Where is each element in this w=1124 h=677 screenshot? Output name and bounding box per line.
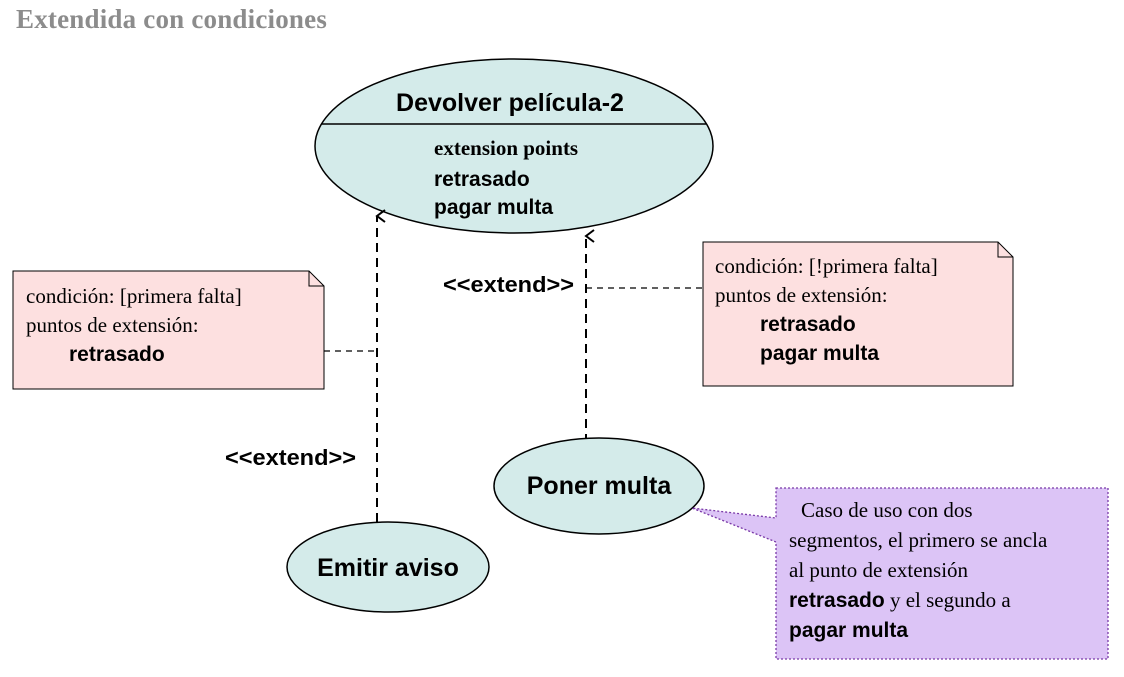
usecase-poner-multa: Poner multa bbox=[493, 437, 705, 535]
callout-line-4: retrasado y el segundo a bbox=[789, 585, 1047, 616]
callout-line-4-rest: y el segundo a bbox=[884, 588, 1011, 612]
note-left-condition: condición: [primera falta] bbox=[26, 284, 242, 308]
note-right-condition: condición: [!primera falta] bbox=[715, 254, 938, 278]
extend-label-left: <<extend>> bbox=[225, 445, 356, 470]
extend-label-right: <<extend>> bbox=[443, 272, 574, 297]
note-left bbox=[12, 270, 325, 390]
usecase-poner-name: Poner multa bbox=[527, 472, 673, 500]
extension-point-pagar-multa: pagar multa bbox=[434, 196, 553, 219]
note-left-heading: puntos de extensión: bbox=[26, 313, 199, 337]
note-right bbox=[702, 241, 1014, 387]
note-right-text: condición: [!primera falta] puntos de ex… bbox=[715, 252, 938, 368]
note-right-point-retrasado: retrasado bbox=[760, 313, 856, 336]
note-left-text: condición: [primera falta] puntos de ext… bbox=[26, 282, 242, 369]
usecase-emitir-name: Emitir aviso bbox=[317, 554, 459, 582]
note-left-point-retrasado: retrasado bbox=[69, 343, 165, 366]
extension-points-header: extension points bbox=[434, 136, 578, 160]
page-title: Extendida con condiciones bbox=[16, 4, 328, 34]
callout-line-1: Caso de uso con dos bbox=[801, 498, 973, 522]
note-right-heading: puntos de extensión: bbox=[715, 283, 888, 307]
callout-bold-retrasado: retrasado bbox=[789, 589, 885, 612]
callout-text: Caso de uso con dos segmentos, el primer… bbox=[789, 495, 1047, 646]
extension-point-retrasado: retrasado bbox=[434, 168, 530, 191]
callout-line-2: segmentos, el primero se ancla bbox=[789, 528, 1048, 552]
callout-bold-pagar-multa: pagar multa bbox=[789, 619, 909, 642]
callout-line-3: al punto de extensión bbox=[789, 558, 969, 582]
usecase-devolver-name: Devolver película-2 bbox=[396, 89, 624, 117]
callout-box bbox=[691, 487, 1109, 660]
note-right-point-pagar-multa: pagar multa bbox=[760, 342, 880, 365]
usecase-devolver-pelicula: Devolver película-2 extension points ret… bbox=[314, 58, 714, 234]
usecase-emitir-aviso: Emitir aviso bbox=[286, 521, 490, 613]
